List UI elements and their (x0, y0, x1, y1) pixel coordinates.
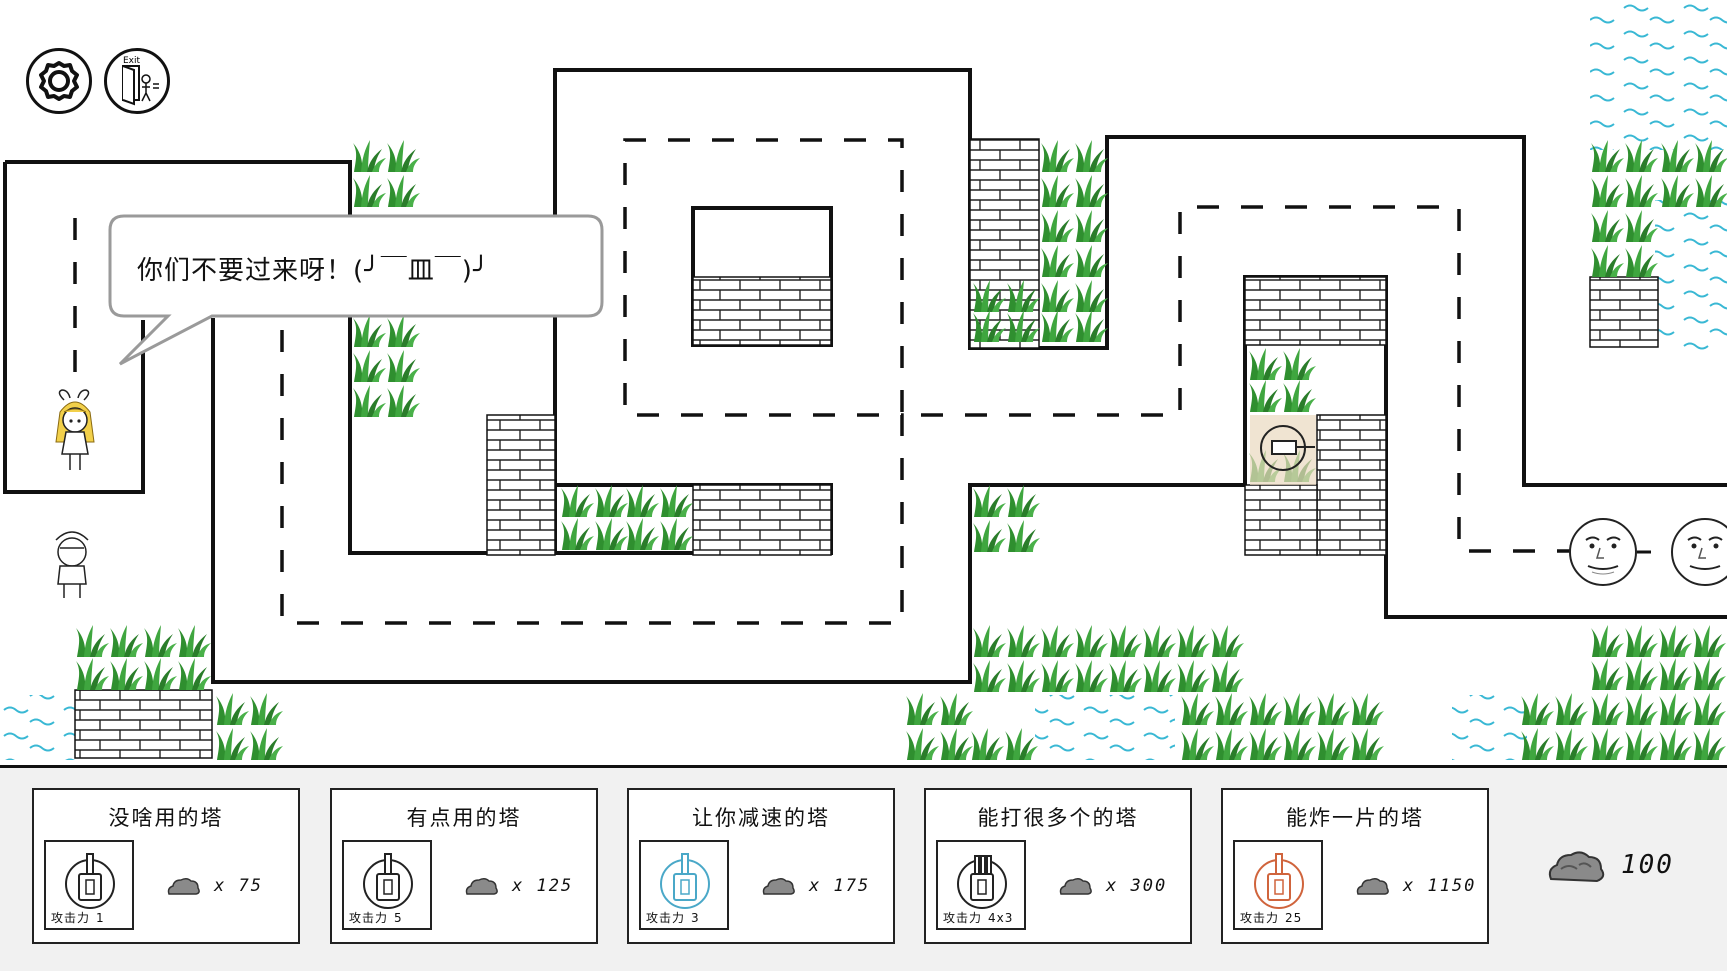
tower-preview: 攻击力 3 (639, 840, 729, 930)
tower-cost: x 1150 (1355, 875, 1476, 897)
stone-icon (1548, 851, 1605, 883)
tower-card[interactable]: 能打很多个的塔 攻击力 4x3 x 300 (924, 788, 1192, 944)
tower-preview: 攻击力 4x3 (936, 840, 1026, 930)
attack-label-text: 攻击力 (943, 911, 983, 925)
tower-preview: 攻击力 5 (342, 840, 432, 930)
attack-label: 攻击力 1 (51, 909, 105, 926)
attack-value: 25 (1285, 911, 1303, 925)
speech-text: 你们不要过来呀！(╯￣皿￣)╯ (137, 256, 490, 286)
exit-door-icon: Exit (122, 56, 159, 106)
tower-icon (660, 853, 710, 909)
road-walls (3, 68, 1727, 684)
stone-icon (1356, 877, 1389, 895)
attack-label: 攻击力 3 (646, 909, 700, 926)
tower-preview: 攻击力 1 (44, 840, 134, 930)
tower-cost: x 75 (166, 875, 263, 897)
attack-value: 1 (96, 911, 105, 925)
attack-label-text: 攻击力 (51, 911, 91, 925)
attack-label-text: 攻击力 (1240, 911, 1280, 925)
settings-button[interactable] (26, 48, 92, 114)
enemy-face[interactable] (1569, 518, 1637, 586)
gear-icon (39, 61, 79, 101)
tower-cost: x 175 (761, 875, 870, 897)
attack-value: 5 (394, 911, 403, 925)
tower-cost-value: x 300 (1106, 876, 1168, 896)
attack-label-text: 攻击力 (349, 911, 389, 925)
stone-icon (762, 877, 795, 895)
brick-walls (74, 138, 1659, 759)
exit-button[interactable]: Exit (104, 48, 170, 114)
stone-icon (1059, 877, 1092, 895)
tower-name: 有点用的塔 (406, 806, 522, 830)
enemy-path (73, 138, 1570, 625)
tower-cost-value: x 175 (809, 876, 871, 896)
tower-card[interactable]: 能炸一片的塔 攻击力 25 x 1150 (1221, 788, 1489, 944)
attack-label: 攻击力 25 (1240, 909, 1302, 926)
attack-value: 3 (691, 911, 700, 925)
tower-cost-value: x 125 (512, 876, 574, 896)
stone-icon (167, 877, 200, 895)
water-right-bottom (1452, 695, 1527, 760)
tower-name: 能打很多个的塔 (977, 806, 1139, 830)
money-display: 100 (1545, 845, 1674, 885)
tower-preview: 攻击力 25 (1233, 840, 1323, 930)
water-mid (1035, 695, 1175, 760)
exit-label: Exit (123, 56, 141, 66)
tower-name: 让你减速的塔 (692, 806, 830, 830)
tower-card[interactable]: 没啥用的塔 攻击力 1 x 75 (32, 788, 300, 944)
tower-cost: x 125 (464, 875, 573, 897)
tower-card[interactable]: 有点用的塔 攻击力 5 x 125 (330, 788, 598, 944)
girl-character (55, 389, 95, 470)
tower-icon (65, 853, 115, 909)
attack-label: 攻击力 5 (349, 909, 403, 926)
stone-icon (465, 877, 498, 895)
tower-card[interactable]: 让你减速的塔 攻击力 3 x 175 (627, 788, 895, 944)
speech-bubble (108, 214, 604, 366)
water-right (1655, 200, 1727, 350)
attack-value: 4x3 (988, 911, 1014, 925)
money-value: 100 (1621, 850, 1674, 880)
tower-icon (957, 855, 1007, 909)
attack-label: 攻击力 4x3 (943, 909, 1013, 926)
placed-tower[interactable] (1250, 415, 1316, 485)
tower-icon (363, 853, 413, 909)
boy-character (55, 531, 89, 598)
water-left (0, 695, 75, 760)
tower-icon (1254, 853, 1304, 909)
tower-cost-value: x 75 (214, 876, 263, 896)
tower-name: 能炸一片的塔 (1286, 806, 1424, 830)
attack-label-text: 攻击力 (646, 911, 686, 925)
enemy-face[interactable] (1671, 518, 1727, 586)
tower-name: 没啥用的塔 (108, 806, 224, 830)
tower-cost-value: x 1150 (1403, 876, 1477, 896)
tower-cost: x 300 (1058, 875, 1167, 897)
water-top-right (1590, 0, 1727, 150)
